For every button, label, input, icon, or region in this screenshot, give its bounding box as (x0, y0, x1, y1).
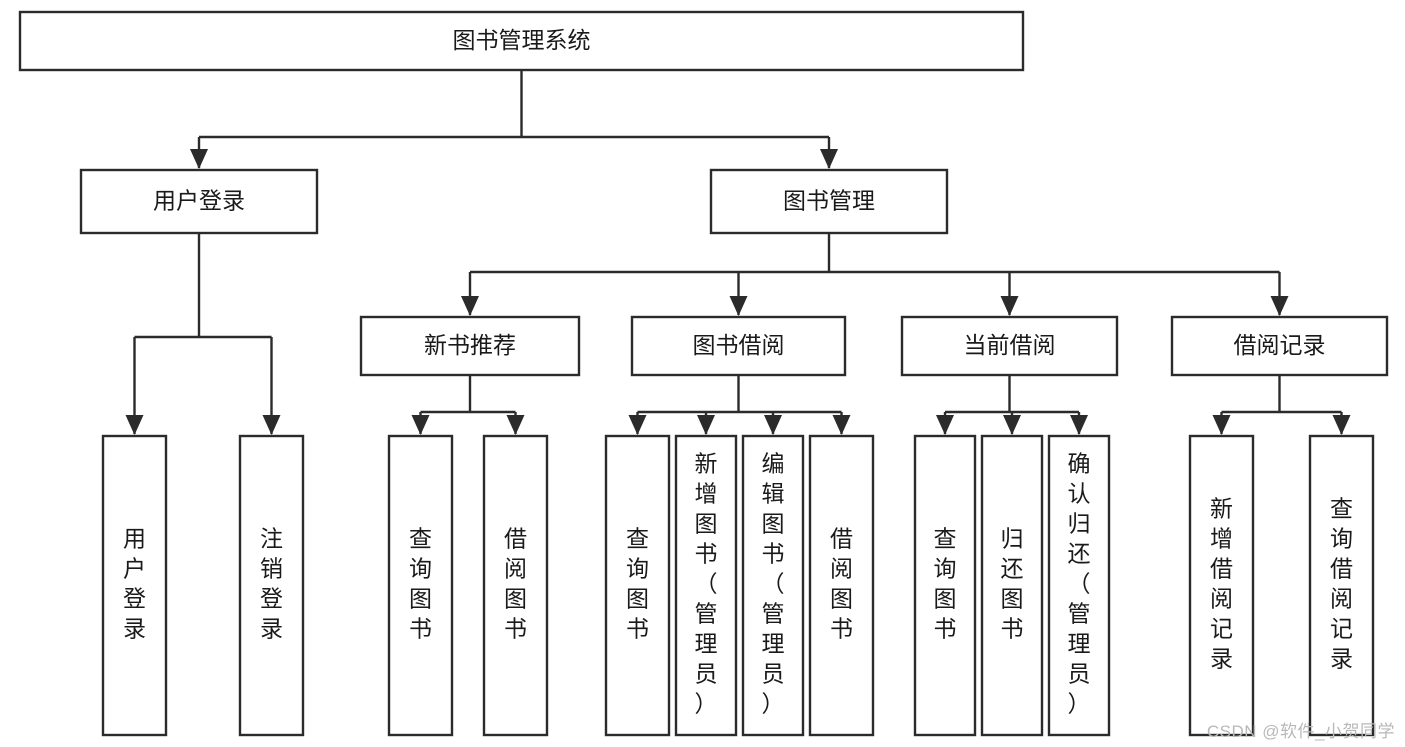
node-leaf-edit-book-rect[interactable] (741, 434, 805, 737)
node-root-图书管理系统-label: 图书管理系统 (453, 27, 591, 53)
node-leaf-user-logout-rect[interactable] (238, 434, 305, 737)
arrow-head-icon-leaf-query-book-3 (936, 415, 954, 435)
arrow-head-icon-leaf-query-record (1332, 415, 1351, 435)
node-leaf-borrow-book-2-label: 借阅图书 (830, 526, 853, 642)
node-leaf-query-book-3-rect[interactable] (913, 434, 977, 737)
arrow-head-icon-leaf-confirm-return (1070, 415, 1088, 435)
arrow-head-icon-leaf-borrow-book-2 (832, 415, 851, 435)
arrow-head-icon-leaf-query-book-1 (411, 415, 430, 435)
node-leaf-query-book-2[interactable]: 查询图书 (604, 434, 671, 737)
node-borrow-record-label: 借阅记录 (1234, 332, 1326, 358)
node-leaf-query-record-rect[interactable] (1308, 434, 1375, 737)
arrow-head-icon-book-borrow (729, 296, 748, 316)
node-user-login[interactable]: 用户登录 (79, 168, 319, 235)
node-leaf-query-record-label: 查询借阅记录 (1330, 496, 1353, 672)
node-leaf-confirm-return[interactable]: 确认归还（管理员） (1047, 434, 1111, 737)
node-leaf-query-book-2-rect[interactable] (604, 434, 671, 737)
node-borrow-record-rect[interactable] (1170, 315, 1389, 377)
node-leaf-confirm-return-label: 确认归还（管理员） (1068, 451, 1091, 717)
node-leaf-confirm-return-rect[interactable] (1047, 434, 1111, 737)
node-leaf-user-login-rect[interactable] (101, 434, 168, 737)
node-layer: 图书管理系统用户登录图书管理新书推荐图书借阅当前借阅借阅记录用户登录注销登录查询… (18, 10, 1389, 737)
node-book-manage[interactable]: 图书管理 (709, 168, 949, 235)
node-new-book-rec-rect[interactable] (359, 315, 581, 377)
node-user-login-label: 用户登录 (153, 188, 245, 214)
node-leaf-return-book-rect[interactable] (980, 434, 1044, 737)
node-root-图书管理系统[interactable]: 图书管理系统 (18, 10, 1025, 72)
node-leaf-add-record[interactable]: 新增借阅记录 (1188, 434, 1255, 737)
arrow-head-icon-leaf-user-login (125, 415, 144, 435)
arrow-head-icon-leaf-add-book (697, 415, 715, 435)
node-borrow-record[interactable]: 借阅记录 (1170, 315, 1389, 377)
node-leaf-user-login-label: 用户登录 (123, 526, 146, 642)
node-book-borrow[interactable]: 图书借阅 (630, 315, 847, 377)
node-current-borrow-rect[interactable] (900, 315, 1119, 377)
node-book-manage-rect[interactable] (709, 168, 949, 235)
node-leaf-user-login[interactable]: 用户登录 (101, 434, 168, 737)
node-leaf-borrow-book-1-label: 借阅图书 (504, 526, 527, 642)
arrow-head-icon-current-borrow (1000, 296, 1019, 316)
arrow-head-icon-leaf-borrow-book-1 (506, 415, 525, 435)
node-current-borrow-label: 当前借阅 (964, 332, 1056, 358)
arrow-head-icon-new-book-rec (461, 296, 479, 316)
node-root-图书管理系统-rect[interactable] (18, 10, 1025, 72)
arrow-head-icon-book-manage (820, 149, 838, 169)
node-leaf-query-book-3[interactable]: 查询图书 (913, 434, 977, 737)
node-leaf-query-book-1-rect[interactable] (387, 434, 454, 737)
node-leaf-edit-book-label: 编辑图书（管理员） (762, 451, 785, 717)
node-leaf-add-book[interactable]: 新增图书（管理员） (674, 434, 738, 737)
arrow-head-icon-leaf-query-book-2 (628, 415, 647, 435)
node-leaf-add-record-label: 新增借阅记录 (1210, 496, 1233, 672)
node-new-book-rec-label: 新书推荐 (424, 332, 516, 358)
connector-layer (125, 70, 1351, 435)
node-leaf-add-book-rect[interactable] (674, 434, 738, 737)
node-leaf-query-book-1[interactable]: 查询图书 (387, 434, 454, 737)
arrow-head-icon-leaf-add-record (1212, 415, 1231, 435)
node-leaf-user-logout-label: 注销登录 (260, 526, 283, 642)
arrow-head-icon-leaf-user-logout (262, 415, 281, 435)
node-leaf-query-book-1-label: 查询图书 (409, 526, 432, 642)
arrow-head-icon-leaf-edit-book (764, 415, 782, 435)
node-leaf-add-book-label: 新增图书（管理员） (695, 451, 718, 717)
node-leaf-borrow-book-2[interactable]: 借阅图书 (808, 434, 875, 737)
node-user-login-rect[interactable] (79, 168, 319, 235)
node-leaf-query-book-2-label: 查询图书 (626, 526, 649, 642)
node-book-borrow-rect[interactable] (630, 315, 847, 377)
node-book-borrow-label: 图书借阅 (693, 332, 785, 358)
node-leaf-query-record[interactable]: 查询借阅记录 (1308, 434, 1375, 737)
node-leaf-add-record-rect[interactable] (1188, 434, 1255, 737)
node-leaf-borrow-book-2-rect[interactable] (808, 434, 875, 737)
node-leaf-borrow-book-1-rect[interactable] (482, 434, 549, 737)
node-leaf-return-book-label: 归还图书 (1001, 526, 1024, 642)
node-leaf-borrow-book-1[interactable]: 借阅图书 (482, 434, 549, 737)
node-leaf-return-book[interactable]: 归还图书 (980, 434, 1044, 737)
node-book-manage-label: 图书管理 (783, 188, 875, 214)
arrow-head-icon-borrow-record (1270, 296, 1289, 316)
node-leaf-query-book-3-label: 查询图书 (934, 526, 957, 642)
node-current-borrow[interactable]: 当前借阅 (900, 315, 1119, 377)
arrow-head-icon-user-login (190, 149, 208, 169)
csdn-watermark: CSDN @软件_小贺同学 (1206, 722, 1395, 741)
arrow-head-icon-leaf-return-book (1003, 415, 1021, 435)
node-leaf-edit-book[interactable]: 编辑图书（管理员） (741, 434, 805, 737)
node-new-book-rec[interactable]: 新书推荐 (359, 315, 581, 377)
node-leaf-user-logout[interactable]: 注销登录 (238, 434, 305, 737)
